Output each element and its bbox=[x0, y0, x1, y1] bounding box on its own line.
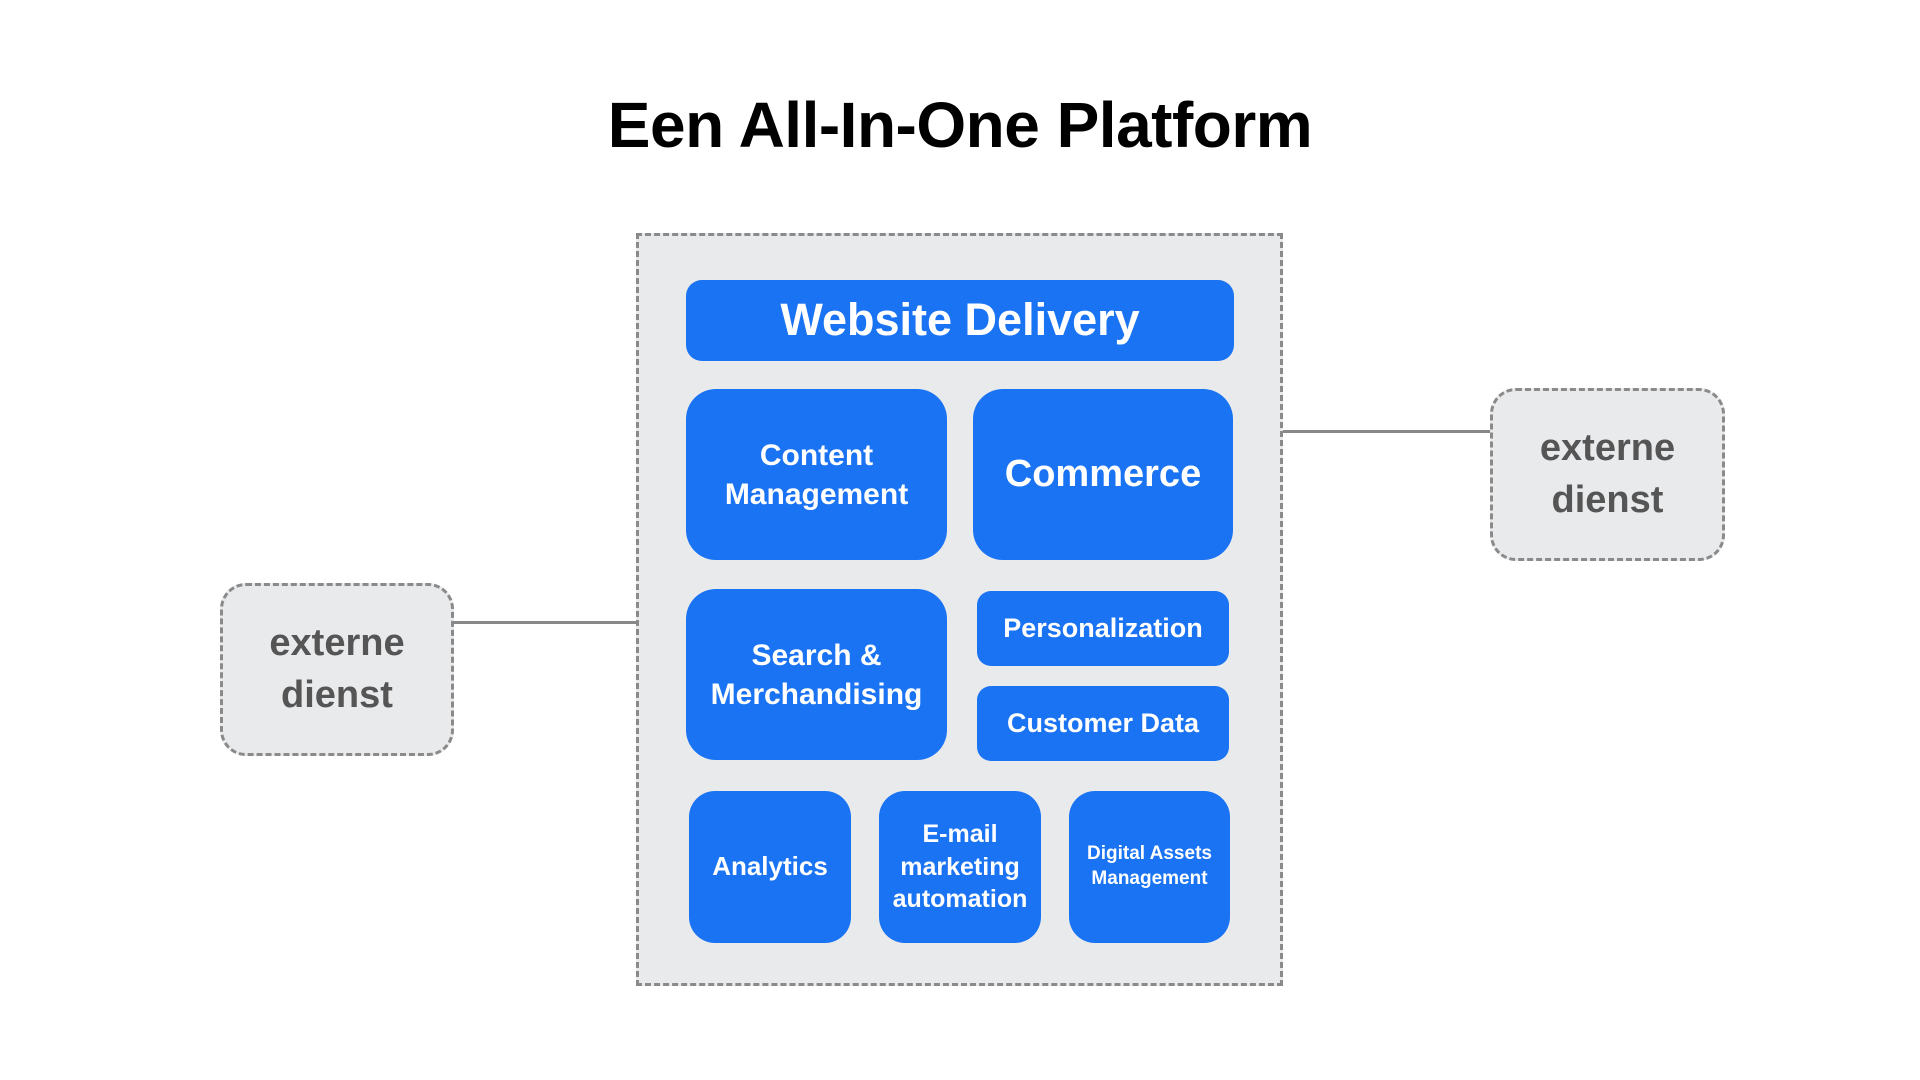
email-marketing-block[interactable]: E-mail marketing automation bbox=[879, 791, 1041, 943]
customer-data-label: Customer Data bbox=[1006, 707, 1200, 738]
email-marketing-label-line2: marketing bbox=[900, 852, 1020, 881]
connector-left bbox=[454, 621, 686, 624]
website-delivery-block[interactable]: Website Delivery bbox=[686, 280, 1234, 361]
commerce-label: Commerce bbox=[1004, 452, 1202, 495]
personalization-block[interactable]: Personalization bbox=[977, 591, 1229, 666]
analytics-block[interactable]: Analytics bbox=[689, 791, 851, 943]
website-delivery-label: Website Delivery bbox=[780, 294, 1140, 346]
digital-assets-label-line2: Management bbox=[1091, 868, 1208, 889]
content-management-label-line2: Management bbox=[724, 477, 909, 511]
connector-right bbox=[1233, 430, 1490, 433]
content-management-label-line1: Content bbox=[759, 438, 874, 472]
email-marketing-label-line3: automation bbox=[892, 885, 1028, 914]
external-service-right-line2: dienst bbox=[1551, 478, 1664, 521]
external-service-left[interactable]: externe dienst bbox=[220, 583, 454, 756]
search-merchandising-label-line2: Merchandising bbox=[710, 677, 923, 711]
digital-assets-block[interactable]: Digital Assets Management bbox=[1069, 791, 1230, 943]
external-service-left-line2: dienst bbox=[281, 673, 393, 716]
diagram-title: Een All-In-One Platform bbox=[607, 89, 1313, 161]
digital-assets-label-line1: Digital Assets bbox=[1087, 843, 1212, 865]
personalization-label: Personalization bbox=[1003, 612, 1203, 643]
commerce-block[interactable]: Commerce bbox=[973, 389, 1233, 560]
content-management-block[interactable]: Content Management bbox=[686, 389, 947, 560]
analytics-label: Analytics bbox=[712, 851, 828, 882]
external-service-right[interactable]: externe dienst bbox=[1490, 388, 1725, 561]
email-marketing-label-line1: E-mail bbox=[922, 820, 998, 849]
search-merchandising-block[interactable]: Search & Merchandising bbox=[686, 589, 947, 760]
search-merchandising-label-line1: Search & bbox=[751, 638, 882, 672]
external-service-right-line1: externe bbox=[1539, 427, 1676, 470]
customer-data-block[interactable]: Customer Data bbox=[977, 686, 1229, 761]
external-service-left-line1: externe bbox=[269, 622, 405, 665]
